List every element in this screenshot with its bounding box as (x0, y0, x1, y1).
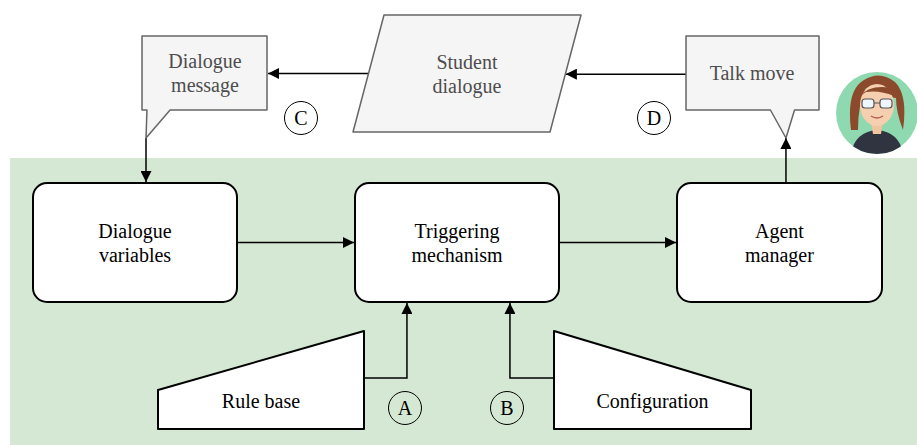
text-area: Dialogue variables (40, 186, 230, 299)
process-box-outline (354, 182, 560, 303)
flow-arrow (238, 242, 354, 244)
data-parallelogram-outline (352, 14, 582, 133)
flow-arrow (145, 138, 147, 182)
dialogue-message-callout: Dialogue message (132, 35, 268, 138)
text-area: Configuration (561, 376, 744, 426)
text-area: Triggering mechanism (362, 186, 552, 299)
manual-input-shape-outline (157, 330, 365, 430)
text-area: Student dialogue (376, 14, 558, 133)
flow-arrow (560, 242, 676, 244)
manual-input-outline (158, 331, 364, 429)
callout-letter: B (490, 391, 524, 425)
manual-input-shape: Rule base (157, 330, 365, 430)
avatar-glasses (862, 99, 874, 108)
avatar-glasses-bridge (874, 102, 880, 103)
flow-arrow (268, 73, 368, 75)
node-label: Dialogue variables (60, 219, 210, 267)
avatar-fringe (860, 87, 894, 96)
flow-arrow (785, 138, 787, 182)
talk-move-callout: Talk move (686, 35, 820, 138)
box-outline (355, 183, 559, 302)
text-area: Dialogue message (144, 35, 266, 110)
node-label: Rule base (222, 389, 300, 413)
parallelogram-outline (353, 15, 581, 132)
avatar-hair (850, 75, 904, 130)
manual-input-shape-outline (553, 330, 752, 430)
process-box: Dialogue variables (32, 182, 238, 303)
avatar-glasses (880, 99, 892, 108)
text-area: Talk move (688, 35, 816, 110)
node-label: Dialogue message (150, 49, 260, 97)
box-outline (33, 183, 237, 302)
flow-arrow (566, 73, 686, 75)
manual-input-shape: Configuration (553, 330, 752, 430)
avatar-mouth (871, 116, 883, 118)
manual-input-outline (554, 331, 751, 429)
callout-letter: C (284, 101, 318, 135)
node-label: Triggering mechanism (377, 219, 537, 267)
data-parallelogram: Student dialogue (352, 14, 582, 133)
node-label: Agent manager (720, 219, 840, 267)
box-outline (677, 183, 882, 302)
node-label: Configuration (596, 389, 708, 413)
process-box: Agent manager (676, 182, 883, 303)
system-panel (10, 158, 917, 445)
teacher-avatar (836, 72, 917, 160)
process-box-outline (676, 182, 883, 303)
avatar-face (860, 84, 894, 126)
text-area: Rule base (165, 376, 357, 426)
callout-letter: A (388, 391, 422, 425)
callout-outline (142, 36, 267, 138)
flow-arrow (365, 303, 407, 378)
flow-arrow (510, 303, 553, 378)
node-label: Student dialogue (412, 50, 522, 98)
text-area: Agent manager (684, 186, 875, 299)
talk-move-callout-outline (686, 35, 820, 138)
node-label: Talk move (710, 61, 795, 85)
avatar-body (850, 130, 904, 160)
process-box-outline (32, 182, 238, 303)
process-box: Triggering mechanism (354, 182, 560, 303)
callout-letter: D (637, 101, 671, 135)
callout-outline (686, 36, 819, 138)
